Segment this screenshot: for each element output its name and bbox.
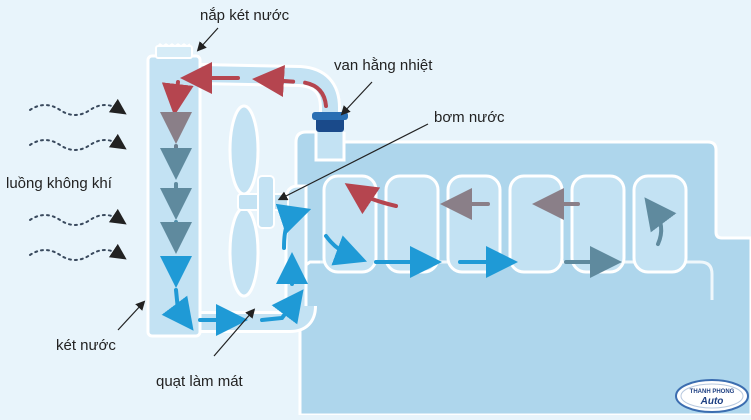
airflow-wave-icon	[29, 98, 127, 261]
radiator-label: két nước	[56, 337, 116, 354]
radiator-cap-icon	[155, 43, 193, 59]
thermostat-label: van hằng nhiệt	[334, 57, 433, 74]
airflow-label: luồng không khí	[6, 175, 113, 192]
cool-flow-arrows	[160, 203, 518, 336]
upper-hose	[199, 63, 341, 128]
thermostat-valve-icon	[312, 112, 348, 162]
radiator-cap-label: nắp két nước	[200, 7, 290, 24]
water-pump-label: bơm nước	[434, 109, 505, 126]
leader-lines	[117, 27, 429, 357]
mid-flow-arrows	[160, 144, 677, 278]
logo-text-brand: THANH PHONG	[690, 389, 735, 395]
hot-flow-arrows	[161, 62, 398, 215]
fan-label: quạt làm mát	[156, 373, 244, 390]
engine-block	[294, 130, 751, 417]
logo-text-sub: Auto	[700, 396, 724, 407]
logo-emblem-icon: THANH PHONG Auto	[675, 379, 749, 413]
fan-blade-icon	[228, 104, 289, 298]
warm-flow-arrows	[160, 112, 580, 220]
